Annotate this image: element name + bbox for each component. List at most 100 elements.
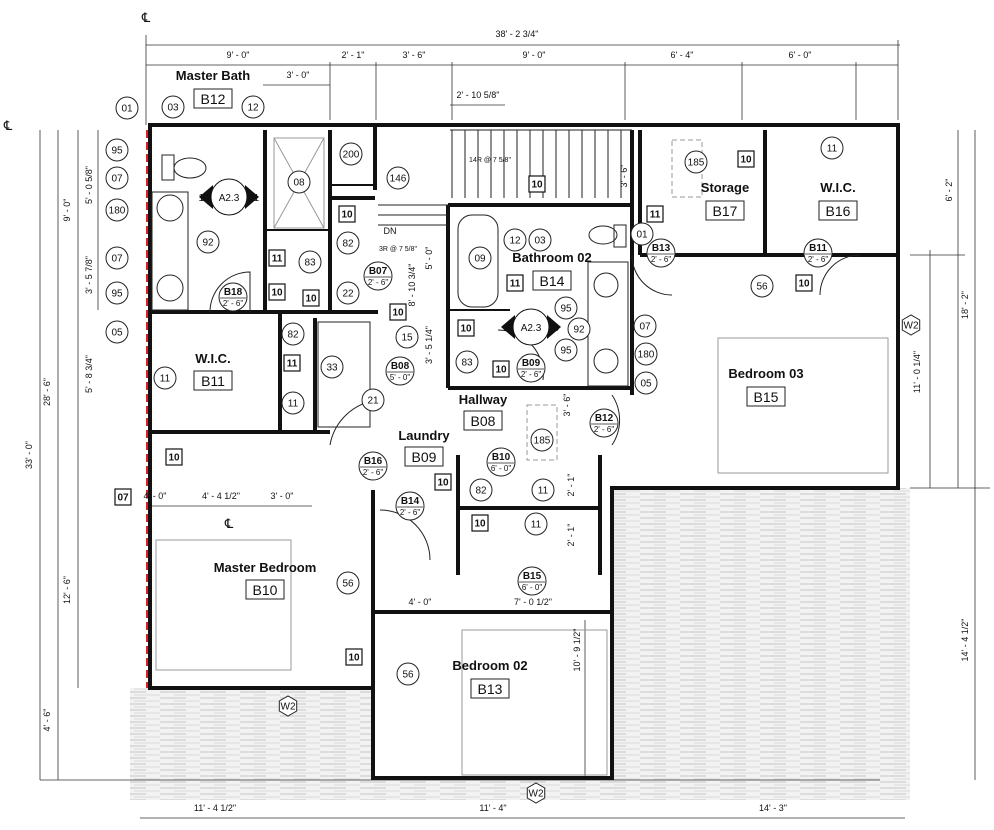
wall-type-tag-box — [646, 205, 664, 223]
wall-type-tag: 10 — [392, 308, 404, 319]
wall-type-tag: 10 — [271, 288, 283, 299]
door-tag-code: B13 — [652, 243, 671, 254]
elevation-marker[interactable] — [210, 178, 248, 216]
keynote-tag-circle — [634, 371, 658, 395]
keynote-tag: 95 — [111, 289, 123, 300]
keynote-tag-circle — [567, 317, 591, 341]
wall-type-tag: 10 — [305, 294, 317, 305]
keynote-tag: 11 — [531, 520, 542, 531]
keynote-tag: 05 — [111, 328, 123, 339]
keynote-tag: 92 — [202, 238, 214, 249]
walls — [148, 123, 900, 780]
keynote-tag-circle — [395, 325, 419, 349]
keynote-tag: 92 — [573, 325, 585, 336]
keynote-tag: 56 — [402, 670, 414, 681]
keynote-tag: 21 — [367, 396, 379, 407]
door-tag-size: 5' - 0" — [390, 373, 411, 382]
keynote-tag-circle — [530, 428, 554, 452]
keynote-tag-circle — [287, 170, 311, 194]
door-tag-circle — [646, 238, 676, 268]
window-tag-hexagon — [901, 314, 921, 336]
dimension-label: 2' - 1" — [566, 524, 576, 547]
door-tag-circle — [385, 356, 415, 386]
room-name: Bedroom 02 — [452, 658, 527, 673]
door-tag-size: 2' - 6" — [651, 255, 672, 264]
wall-type-tag-box — [492, 360, 510, 378]
wall-type-tag: 11 — [272, 254, 283, 265]
door-tag-circle — [486, 447, 516, 477]
wall-type-tag: 10 — [474, 519, 486, 530]
keynote-tag: 07 — [111, 254, 123, 265]
keynote-tag: 12 — [509, 236, 521, 247]
wall-type-tag: 10 — [460, 324, 472, 335]
keynote-tag: 95 — [560, 304, 572, 315]
room-name: Storage — [701, 180, 749, 195]
keynote-tag: 56 — [342, 579, 354, 590]
keynote-tag-circle — [336, 281, 360, 305]
dimension-label: 4' - 0" — [144, 491, 167, 501]
keynote-tag: 07 — [639, 322, 651, 333]
keynote-tag-circle — [105, 166, 129, 190]
dimension-label: 4' - 6" — [42, 709, 52, 732]
wall-type-tag: 11 — [287, 359, 298, 370]
wall-type-tag-box — [737, 150, 755, 168]
room-code: B17 — [713, 203, 738, 219]
dimension-label: 5' - 0" — [424, 247, 434, 270]
dimension-label: 2' - 10 5/8" — [457, 90, 500, 100]
keynote-tag: 185 — [688, 158, 705, 169]
dimension-label: 5' - 0 5/8" — [84, 166, 94, 204]
wall-type-tag-box — [471, 514, 489, 532]
keynote-tag-circle — [503, 228, 527, 252]
keynote-tag-circle — [554, 338, 578, 362]
stair-treads — [378, 130, 622, 226]
room-code-box — [818, 200, 858, 221]
keynote-tag: 180 — [638, 350, 655, 361]
elevation-marker[interactable] — [512, 308, 550, 346]
dimension-label: 7' - 0 1/2" — [514, 597, 552, 607]
room-code: B10 — [253, 582, 278, 598]
dimension-label: 5' - 8 3/4" — [84, 355, 94, 393]
room-name: Master Bedroom — [214, 560, 317, 575]
door-tag-circle — [589, 408, 619, 438]
dimension-label: 14' - 4 1/2" — [960, 619, 970, 662]
keynote-tag: 03 — [534, 236, 546, 247]
wall-type-tag-box — [268, 249, 286, 267]
room-code-box — [193, 88, 233, 109]
keynote-tag-circle — [339, 142, 363, 166]
keynote-tag-circle — [528, 228, 552, 252]
keynote-tag-circle — [281, 391, 305, 415]
elevation-right-number: 8 — [553, 323, 559, 334]
keynote-tag-circle — [554, 296, 578, 320]
elevation-left-number: 10 — [198, 193, 210, 204]
keynote-tag-circle — [634, 342, 658, 366]
keynote-tag: 07 — [111, 174, 123, 185]
door-tag-circle — [516, 353, 546, 383]
keynote-tag: 11 — [538, 486, 549, 497]
keynote-tag-circle — [820, 136, 844, 160]
dimension-label: 11' - 0 1/4" — [912, 351, 922, 393]
wall-type-tag-box — [457, 319, 475, 337]
room-name: W.I.C. — [820, 180, 855, 195]
keynote-tag: 01 — [636, 230, 648, 241]
dimension-label: 6' - 4" — [671, 50, 694, 60]
room-code: B16 — [826, 203, 851, 219]
door-tag-code: B09 — [522, 358, 541, 369]
wall-type-tag-box — [338, 205, 356, 223]
keynote-tag: 08 — [293, 178, 305, 189]
elevation-right-number: 11 — [249, 193, 260, 204]
centerline-symbol: ℄ — [3, 118, 13, 133]
keynote-tag: 83 — [461, 358, 473, 369]
room-name: Hallway — [459, 392, 508, 407]
door-tag-circle — [395, 491, 425, 521]
wall-type-tag-box — [302, 289, 320, 307]
door-tag-circle — [517, 566, 547, 596]
keynote-tag-circle — [153, 366, 177, 390]
stair-note: 3R @ 7 5/8" — [379, 246, 418, 253]
room-name: Bedroom 03 — [728, 366, 803, 381]
dimension-label: 3' - 6" — [619, 165, 629, 188]
dimension-label: 33' - 0" — [24, 441, 34, 469]
